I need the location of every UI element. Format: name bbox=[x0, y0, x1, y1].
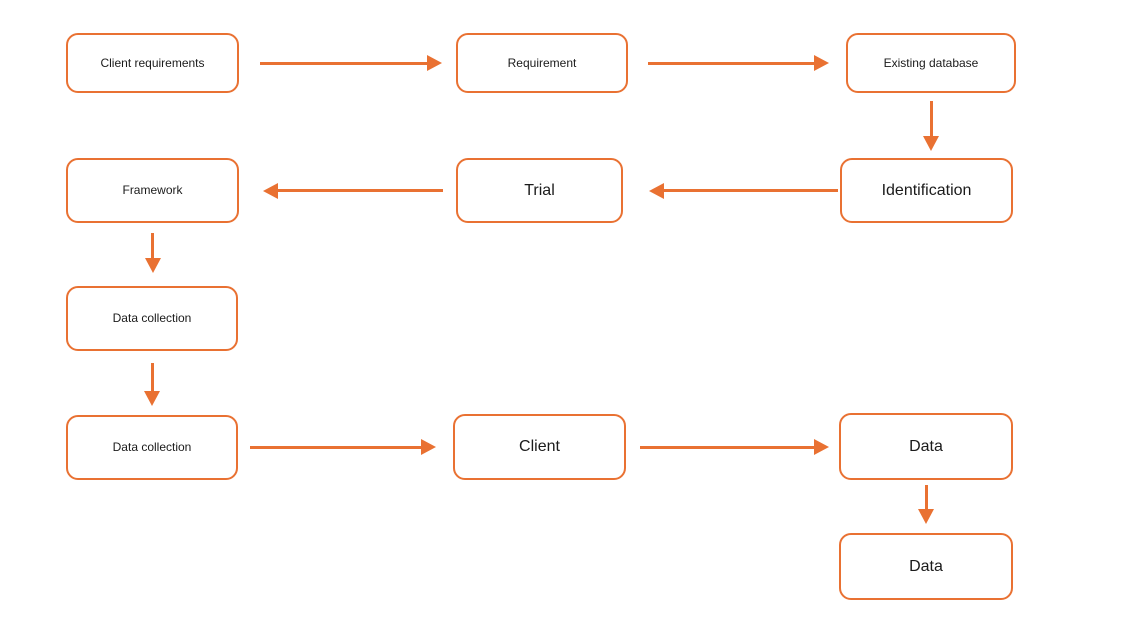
node-label: Requirement bbox=[507, 55, 577, 70]
arrow-identification-to-trial bbox=[664, 189, 838, 192]
node-trial: Trial bbox=[456, 158, 623, 223]
arrow-framework-to-data-collection bbox=[151, 233, 154, 258]
arrow-trial-to-framework bbox=[278, 189, 443, 192]
node-label: Data bbox=[909, 557, 943, 575]
node-existing-database: Existing database bbox=[846, 33, 1016, 93]
node-client-requirements: Client requirements bbox=[66, 33, 239, 93]
node-label: Data collection bbox=[112, 311, 192, 326]
node-client: Client bbox=[453, 414, 626, 480]
node-label: Existing database bbox=[883, 55, 979, 70]
node-data-1: Data bbox=[839, 413, 1013, 480]
node-data-collection-2: Data collection bbox=[66, 415, 238, 480]
node-label: Client bbox=[519, 438, 560, 456]
arrow-existing-database-to-identification bbox=[929, 101, 933, 136]
arrow-client-requirements-to-requirement bbox=[260, 61, 427, 65]
node-data-2: Data bbox=[839, 533, 1013, 600]
node-data-collection-1: Data collection bbox=[66, 286, 238, 351]
node-framework: Framework bbox=[66, 158, 239, 223]
arrow-data-collection-to-client bbox=[250, 445, 421, 449]
arrow-data-to-data bbox=[924, 485, 928, 509]
arrow-requirement-to-existing-database bbox=[648, 61, 814, 65]
arrow-client-to-data bbox=[640, 445, 814, 449]
node-identification: Identification bbox=[840, 158, 1013, 223]
node-requirement: Requirement bbox=[456, 33, 628, 93]
node-label: Data bbox=[909, 437, 943, 455]
node-label: Data collection bbox=[112, 440, 192, 455]
node-label: Framework bbox=[122, 183, 183, 198]
arrow-data-collection-to-data-collection bbox=[150, 363, 154, 391]
node-label: Trial bbox=[524, 181, 555, 199]
node-label: Identification bbox=[881, 181, 972, 199]
node-label: Client requirements bbox=[100, 55, 205, 70]
